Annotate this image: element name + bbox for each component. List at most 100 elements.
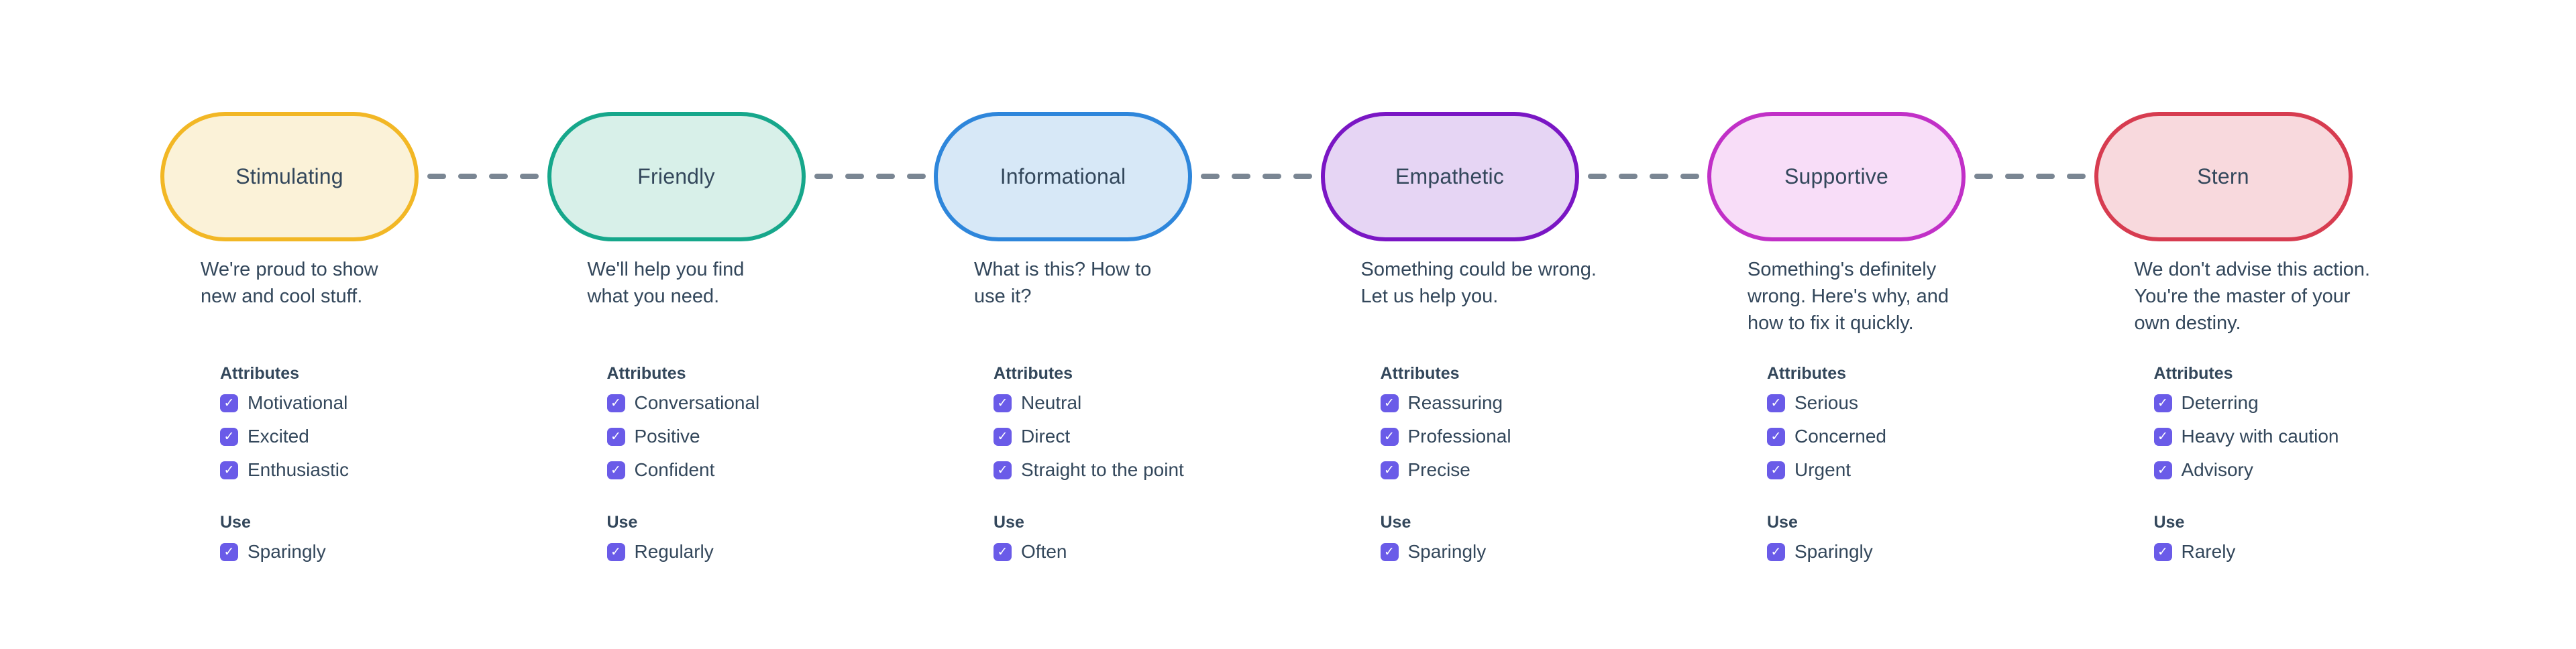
attribute-item: ✓ Conversational: [606, 386, 760, 420]
check-icon: ✓: [610, 544, 621, 559]
tone-pill-label: Stimulating: [235, 164, 343, 188]
attribute-label: Neutral: [1021, 392, 1082, 413]
connector-dash: [1680, 174, 1699, 179]
checkbox-checked[interactable]: ✓: [220, 461, 238, 479]
attributes-section: Attributes ✓ Conversational ✓ Positive ✓…: [606, 362, 760, 487]
attributes-heading: Attributes: [994, 364, 1073, 383]
connector-dash: [489, 174, 508, 179]
attributes-section: Attributes ✓ Motivational ✓ Excited ✓ En…: [220, 362, 349, 487]
use-section: Use ✓ Often: [994, 511, 1067, 569]
tone-pill-label: Friendly: [637, 164, 715, 188]
check-icon: ✓: [223, 462, 235, 477]
connector-dash: [906, 174, 926, 179]
check-icon: ✓: [223, 428, 235, 444]
check-icon: ✓: [223, 395, 235, 410]
tone-pill: Informational: [934, 112, 1192, 241]
use-item: ✓ Often: [994, 535, 1067, 569]
tone-description: We'll help you find what you need.: [587, 259, 745, 307]
checkbox-checked[interactable]: ✓: [606, 542, 625, 561]
use-heading: Use: [2153, 513, 2185, 532]
tone-description: We're proud to show new and cool stuff.: [201, 259, 378, 307]
checkbox-checked[interactable]: ✓: [220, 542, 238, 561]
attribute-label: Serious: [1794, 392, 1858, 413]
attribute-label: Deterring: [2181, 392, 2259, 413]
checkbox-checked[interactable]: ✓: [1380, 461, 1399, 479]
connector-dash: [845, 174, 864, 179]
attribute-item: ✓ Straight to the point: [994, 453, 1184, 487]
attributes-heading: Attributes: [220, 364, 300, 383]
check-icon: ✓: [997, 395, 1008, 410]
attribute-label: Excited: [248, 426, 309, 447]
attribute-label: Heavy with caution: [2181, 426, 2339, 447]
attributes-heading: Attributes: [1380, 364, 1460, 383]
checkbox-checked[interactable]: ✓: [606, 394, 625, 412]
checkbox-checked[interactable]: ✓: [994, 427, 1012, 446]
attribute-list: ✓ Motivational ✓ Excited ✓ Enthusiastic: [220, 386, 349, 487]
connector-dash: [2005, 174, 2024, 179]
checkbox-checked[interactable]: ✓: [994, 394, 1012, 412]
attribute-label: Professional: [1407, 426, 1511, 447]
attribute-label: Conversational: [634, 392, 760, 413]
checkbox-checked[interactable]: ✓: [1767, 461, 1785, 479]
use-label: Sparingly: [1794, 541, 1873, 562]
connector-dash: [814, 174, 833, 179]
checkbox-checked[interactable]: ✓: [1767, 427, 1785, 446]
checkbox-checked[interactable]: ✓: [2153, 394, 2172, 412]
connector-dash: [520, 174, 539, 179]
checkbox-checked[interactable]: ✓: [606, 461, 625, 479]
attribute-item: ✓ Serious: [1767, 386, 1886, 420]
use-heading: Use: [1380, 513, 1411, 532]
attribute-item: ✓ Motivational: [220, 386, 349, 420]
checkbox-checked[interactable]: ✓: [1380, 427, 1399, 446]
check-icon: ✓: [1770, 428, 1782, 444]
tone-pill-label: Supportive: [1784, 164, 1888, 188]
attributes-section: Attributes ✓ Reassuring ✓ Professional ✓…: [1380, 362, 1511, 487]
checkbox-checked[interactable]: ✓: [606, 427, 625, 446]
use-label: Regularly: [634, 541, 714, 562]
attribute-list: ✓ Serious ✓ Concerned ✓ Urgent: [1767, 386, 1886, 487]
checkbox-checked[interactable]: ✓: [2153, 461, 2172, 479]
use-heading: Use: [220, 513, 251, 532]
attribute-item: ✓ Reassuring: [1380, 386, 1511, 420]
attribute-list: ✓ Reassuring ✓ Professional ✓ Precise: [1380, 386, 1511, 487]
connector-dash: [1263, 174, 1281, 179]
attribute-list: ✓ Neutral ✓ Direct ✓ Straight to the poi…: [994, 386, 1184, 487]
tone-description: Something's definitely wrong. Here's why…: [1748, 259, 1949, 334]
checkbox-checked[interactable]: ✓: [1767, 394, 1785, 412]
tone-pill-label: Stern: [2197, 164, 2249, 188]
tone-column: Informational What is this? How to use i…: [934, 0, 1321, 649]
check-icon: ✓: [1384, 395, 1395, 410]
attribute-label: Positive: [634, 426, 700, 447]
tone-description: Something could be wrong. Let us help yo…: [1360, 259, 1597, 307]
checkbox-checked[interactable]: ✓: [2153, 427, 2172, 446]
checkbox-checked[interactable]: ✓: [2153, 542, 2172, 561]
attribute-label: Reassuring: [1407, 392, 1503, 413]
use-section: Use ✓ Rarely: [2153, 511, 2235, 569]
tone-pill: Supportive: [1707, 112, 1966, 241]
checkbox-checked[interactable]: ✓: [994, 542, 1012, 561]
checkbox-checked[interactable]: ✓: [994, 461, 1012, 479]
use-heading: Use: [606, 513, 638, 532]
attributes-heading: Attributes: [1767, 364, 1847, 383]
use-list: ✓ Rarely: [2153, 535, 2235, 569]
attribute-item: ✓ Excited: [220, 420, 349, 453]
checkbox-checked[interactable]: ✓: [1380, 542, 1399, 561]
attribute-item: ✓ Neutral: [994, 386, 1184, 420]
attribute-item: ✓ Confident: [606, 453, 760, 487]
tone-pill: Stimulating: [160, 112, 419, 241]
check-icon: ✓: [997, 462, 1008, 477]
checkbox-checked[interactable]: ✓: [1380, 394, 1399, 412]
tone-column: Friendly We'll help you find what you ne…: [547, 0, 934, 649]
tone-description: We don't advise this action. You're the …: [2134, 259, 2371, 334]
use-list: ✓ Often: [994, 535, 1067, 569]
check-icon: ✓: [2157, 462, 2168, 477]
checkbox-checked[interactable]: ✓: [220, 394, 238, 412]
checkbox-checked[interactable]: ✓: [1767, 542, 1785, 561]
use-list: ✓ Sparingly: [1767, 535, 1873, 569]
connector-dash: [1974, 174, 1993, 179]
checkbox-checked[interactable]: ✓: [220, 427, 238, 446]
use-list: ✓ Sparingly: [1380, 535, 1486, 569]
tone-column: Stimulating We're proud to show new and …: [160, 0, 547, 649]
tone-pill: Stern: [2094, 112, 2353, 241]
check-icon: ✓: [1384, 428, 1395, 444]
